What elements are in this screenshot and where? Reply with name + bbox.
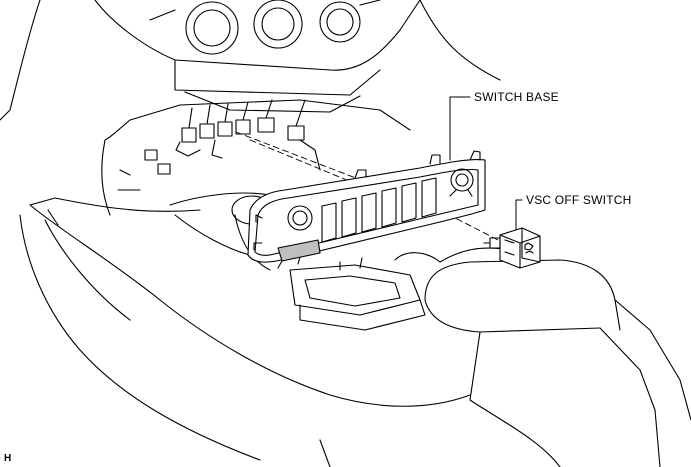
switch-slot-1 bbox=[321, 202, 337, 243]
gauge-left-inner bbox=[193, 9, 231, 47]
wire-connector-8 bbox=[157, 163, 171, 175]
switch-base-claw-2 bbox=[354, 169, 367, 179]
wire-connector-6 bbox=[287, 125, 305, 141]
vsc-off-switch-label: VSC OFF SWITCH bbox=[526, 193, 632, 207]
switch-slot-3 bbox=[361, 192, 377, 233]
gauge-center-inner bbox=[261, 7, 295, 41]
switch-base-label: SWITCH BASE bbox=[474, 90, 559, 104]
vsc-off-switch-part bbox=[483, 227, 541, 269]
switch-slot-2 bbox=[341, 197, 357, 238]
cup-holder bbox=[289, 264, 421, 316]
wire-connector-5 bbox=[257, 117, 275, 133]
dash-opening bbox=[101, 99, 411, 216]
left-knob bbox=[287, 205, 313, 231]
switch-slot-4 bbox=[381, 187, 397, 228]
armrest bbox=[319, 259, 691, 467]
wire-connector-7 bbox=[144, 149, 158, 161]
wire-connector-1 bbox=[181, 127, 197, 143]
vsc-off-switch-leader bbox=[515, 199, 523, 231]
instrument-panel bbox=[9, 0, 501, 113]
figure-code-label: H bbox=[4, 453, 12, 464]
right-knob bbox=[450, 168, 474, 192]
gauge-right-ring bbox=[319, 1, 361, 43]
center-console bbox=[0, 109, 511, 461]
wire-connector-3 bbox=[217, 121, 233, 137]
switch-slot-vsc bbox=[421, 177, 437, 218]
switch-base-grille bbox=[277, 239, 321, 262]
wire-connector-4 bbox=[235, 119, 251, 135]
switch-base-claw-3 bbox=[469, 150, 481, 161]
switch-base-panel bbox=[247, 150, 486, 269]
gauge-right-inner bbox=[326, 8, 354, 36]
vsc-switch-connector bbox=[489, 237, 501, 249]
vsc-switch-symbol bbox=[524, 242, 534, 251]
gauge-left-ring bbox=[185, 1, 239, 55]
switch-base-leader bbox=[449, 96, 471, 161]
switch-base-claw-1 bbox=[429, 154, 441, 165]
switch-slot-5 bbox=[401, 182, 417, 223]
gauge-center-ring bbox=[253, 0, 303, 49]
wire-connector-2 bbox=[199, 123, 215, 139]
